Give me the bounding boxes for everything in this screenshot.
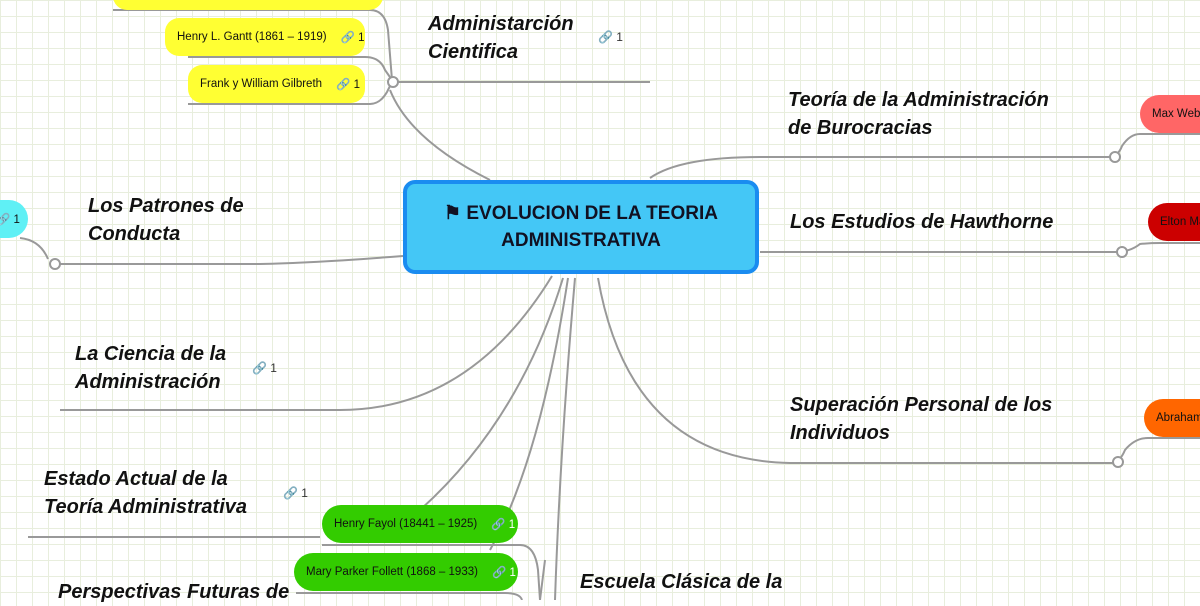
node-mayo[interactable]: Elton Mayo: [1148, 203, 1200, 241]
node-label: Henry L. Gantt (1861 – 1919): [177, 31, 327, 43]
central-title-line2: ADMINISTRATIVA: [501, 230, 661, 251]
node-abraham[interactable]: Abraham: [1144, 399, 1200, 437]
attachment-count[interactable]: 🔗 1: [283, 486, 308, 500]
topic-perspectivas[interactable]: Perspectivas Futuras de: [58, 581, 290, 603]
node-follett[interactable]: Mary Parker Follett (1868 – 1933)🔗 1: [294, 553, 518, 591]
central-topic[interactable]: ⚑ EVOLUCION DE LA TEORIA ADMINISTRATIVA: [403, 180, 759, 274]
yellow-node-top[interactable]: [113, 0, 383, 10]
attachment-count[interactable]: 🔗 1: [340, 32, 365, 44]
node-fayol[interactable]: Henry Fayol (18441 – 1925)🔗 1: [322, 505, 518, 543]
central-title-line1: ⚑ EVOLUCION DE LA TEORIA: [444, 203, 718, 224]
attachment-count[interactable]: 🔗 1: [491, 519, 516, 531]
node-label: Frank y William Gilbreth: [200, 78, 323, 90]
node-gilbreth[interactable]: Frank y William Gilbreth 🔗 1: [188, 65, 365, 103]
topic-escuela[interactable]: Escuela Clásica de la: [580, 571, 783, 593]
topic-hawthorne[interactable]: Los Estudios de Hawthorne: [790, 211, 1054, 233]
attachment-count[interactable]: 🔗 1: [0, 214, 20, 226]
node-weber[interactable]: Max Weber: [1140, 95, 1200, 133]
attachment-count[interactable]: 🔗 1: [252, 361, 277, 375]
attachment-count[interactable]: 🔗 1: [598, 30, 623, 44]
node-gantt[interactable]: Henry L. Gantt (1861 – 1919) 🔗 1: [165, 18, 365, 56]
attachment-count[interactable]: 🔗 1: [336, 79, 360, 91]
attachment-count[interactable]: 🔗 1: [491, 567, 516, 579]
